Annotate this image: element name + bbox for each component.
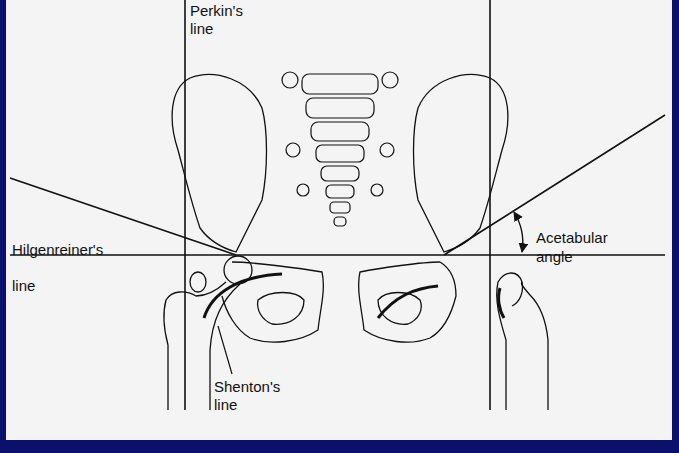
paper-ground	[6, 0, 672, 440]
line-label: Shenton's line	[214, 378, 284, 414]
angle-label: Acetabular angle	[536, 228, 622, 266]
reference-lines	[10, 0, 665, 410]
shenton-arc	[204, 274, 504, 318]
line-label: Perkin's line	[190, 2, 260, 38]
leader-line	[218, 326, 232, 374]
sacrum-vertebrae	[282, 72, 398, 226]
line-label: Hilgenreiner's line	[12, 232, 122, 304]
angle-arrow	[514, 212, 523, 252]
